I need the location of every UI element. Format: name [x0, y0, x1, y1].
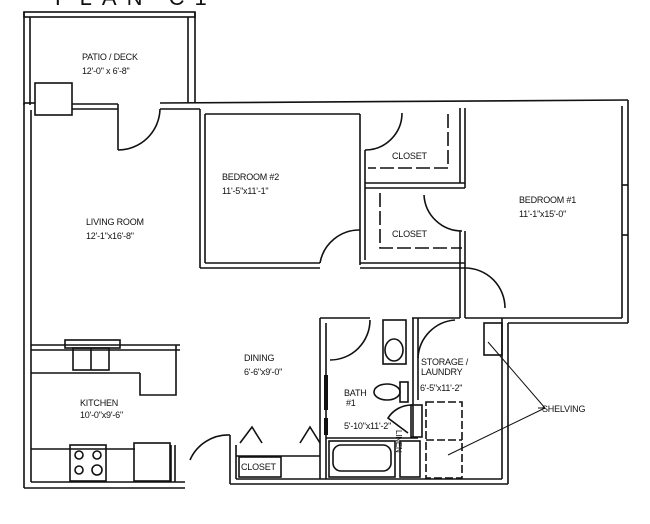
- bedroom2-size: 11'-5"x11'-1": [222, 186, 269, 196]
- entry-door-swing: [189, 434, 231, 461]
- bath-name: BATH: [344, 388, 367, 398]
- toilet-icon: [373, 383, 401, 401]
- kitchen-name: KITCHEN: [80, 398, 119, 408]
- vanity: [382, 319, 407, 365]
- closet-walls: [364, 108, 506, 318]
- bedroom1-name: BEDROOM #1: [519, 195, 577, 205]
- dining-name: DINING: [244, 353, 275, 363]
- refrigerator: [133, 442, 171, 482]
- kitchen-size: 10'-0"x9'-6": [80, 410, 123, 420]
- living-room-size: 12'-1"x16'-8": [86, 231, 134, 241]
- bath-size: 5'-10"x11'-2": [344, 421, 392, 431]
- bedroom2-walls: [199, 109, 465, 269]
- closet-upper-label: CLOSET: [392, 151, 427, 161]
- plan-title: PLAN C1: [55, 0, 217, 11]
- bathtub: [328, 440, 396, 478]
- hvac-unit: [34, 82, 73, 116]
- stove-icon: [69, 444, 107, 482]
- shelving-callout: SHELVING: [542, 404, 586, 414]
- bath-number: #1: [346, 398, 356, 408]
- patio-name: PATIO / DECK: [82, 52, 138, 62]
- storage-name-2: LAUNDRY: [421, 367, 463, 377]
- sink-icon: [384, 338, 404, 362]
- living-room-name: LIVING ROOM: [86, 217, 144, 227]
- bath-walls: [319, 317, 546, 479]
- bedroom2-name: BEDROOM #2: [222, 172, 280, 182]
- dining-closet-label: CLOSET: [241, 462, 276, 472]
- kitchen-fixtures: [31, 339, 231, 482]
- shelving-unit-2: [483, 322, 503, 356]
- closet-lower-label: CLOSET: [392, 229, 427, 239]
- storage-name: STORAGE /: [421, 357, 469, 367]
- dining-size: 6'-6"x9'-0": [244, 367, 283, 377]
- bedroom1-size: 11'-1"x15'-0": [519, 209, 567, 219]
- storage-size: 6'-5"x11'-2": [420, 383, 463, 393]
- patio-outline: [23, 11, 196, 116]
- patio-size: 12'-0" x 6'-8": [82, 66, 130, 76]
- dining-closet: [236, 425, 321, 478]
- bedroom1-door-swing: [464, 267, 506, 309]
- linen-label: LINEN: [394, 430, 403, 453]
- patio-door-swing: [117, 108, 161, 151]
- exterior-walls: [23, 99, 629, 489]
- linen-cabinet: [399, 440, 421, 478]
